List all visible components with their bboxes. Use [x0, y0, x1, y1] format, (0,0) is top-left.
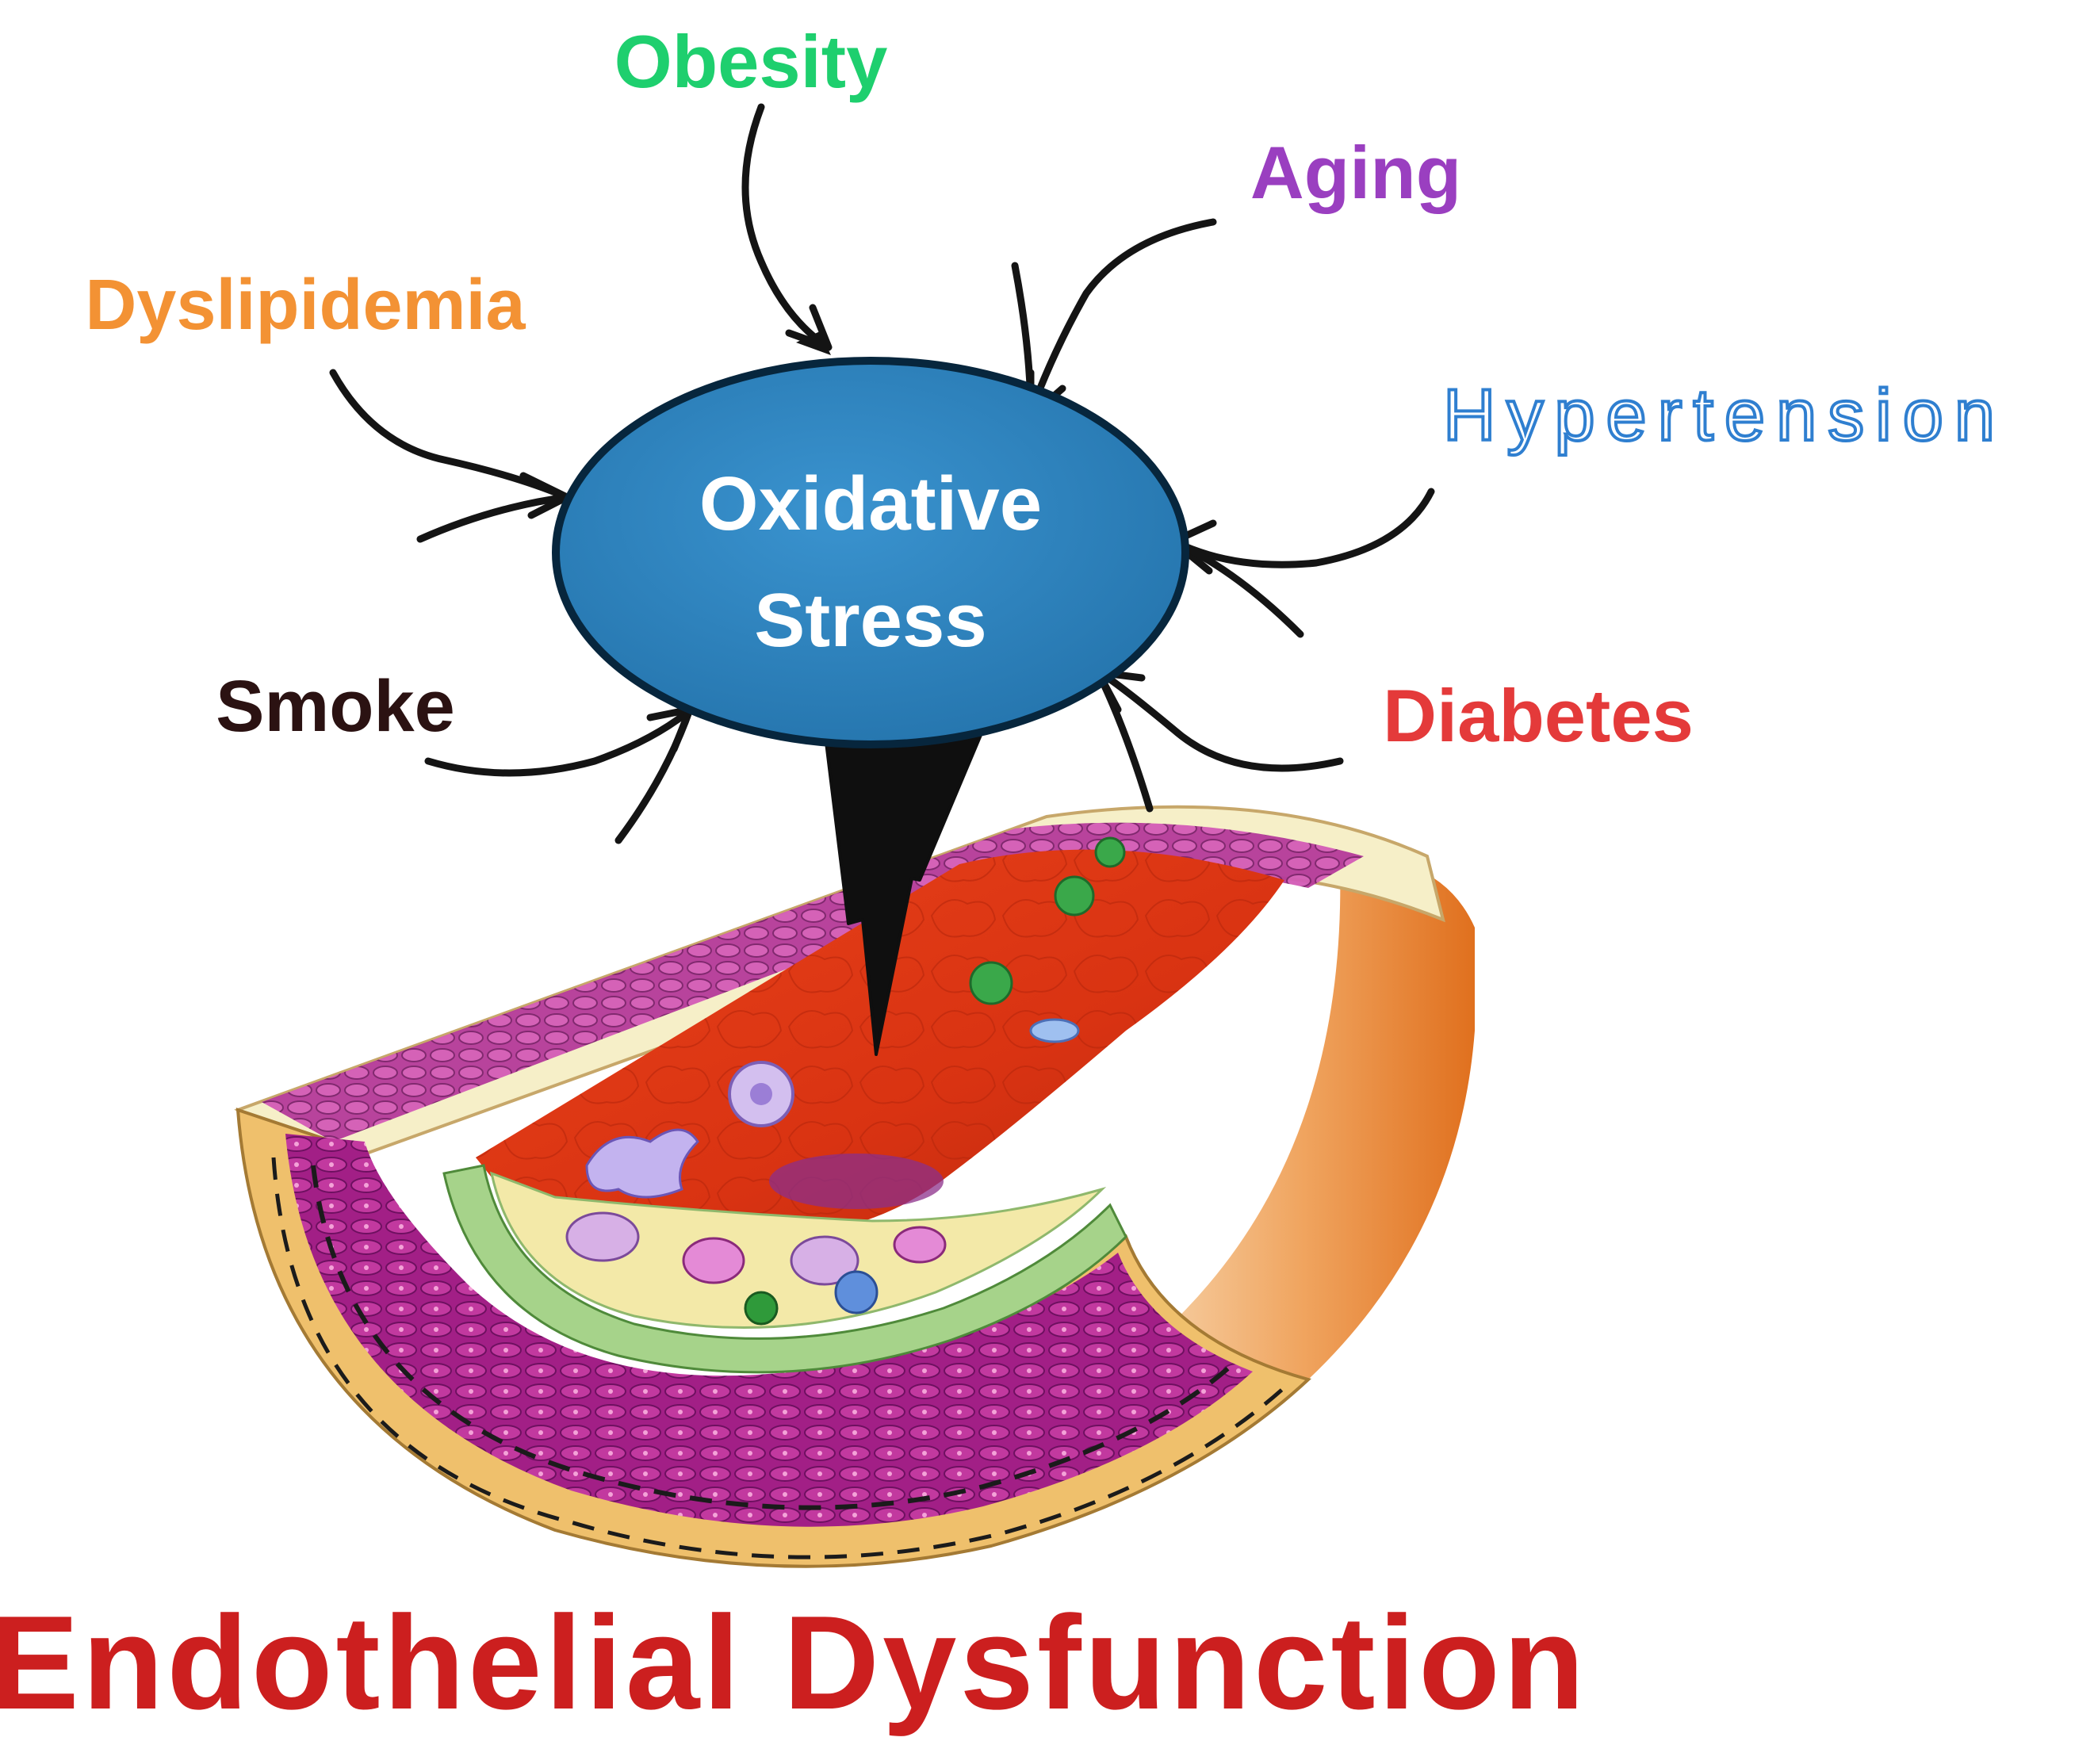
- label-aging: Aging: [1250, 131, 1461, 214]
- platelet-green-1: [969, 961, 1013, 1005]
- platelet-green-3: [1094, 836, 1126, 868]
- arrow-hypertension: [1173, 488, 1435, 568]
- artery-media-top: [262, 822, 1364, 1142]
- center-label-line1: Oxidative: [699, 461, 1042, 546]
- arrow-smoke: [424, 710, 690, 777]
- oxidative-stress-node: Oxidative Stress: [552, 357, 1189, 748]
- center-label-line2: Stress: [754, 578, 987, 663]
- label-smoke: Smoke: [216, 666, 455, 747]
- artery-illustration: [234, 805, 1475, 1568]
- arrow-aging: [1027, 218, 1217, 416]
- risk-factor-labels: Obesity Aging Dyslipidemia Hypertension …: [85, 20, 2006, 757]
- lightning-bolt-arrow: [823, 728, 985, 1056]
- label-obesity: Obesity: [614, 20, 888, 103]
- arrow-dyslipidemia: [329, 369, 567, 499]
- platelet-green-2: [1054, 875, 1095, 916]
- label-hypertension: Hypertension: [1443, 375, 2006, 456]
- label-diabetes: Diabetes: [1383, 674, 1694, 757]
- arrow-obesity: [741, 103, 829, 349]
- artery-elastic-lamina: [442, 1164, 1127, 1374]
- artery-cut-media: [285, 1134, 1253, 1527]
- artery-outer-tube: [1126, 856, 1475, 1379]
- arrow-diabetes: [1098, 670, 1344, 772]
- risk-factor-arrows: [329, 103, 1435, 844]
- macrophage-cell: [585, 1128, 699, 1199]
- outcome-label-endothelial-dysfunction: Endothelial Dysfunction: [0, 1588, 1587, 1737]
- oxidative-stress-ellipse: [552, 357, 1189, 748]
- label-dyslipidemia: Dyslipidemia: [85, 266, 526, 345]
